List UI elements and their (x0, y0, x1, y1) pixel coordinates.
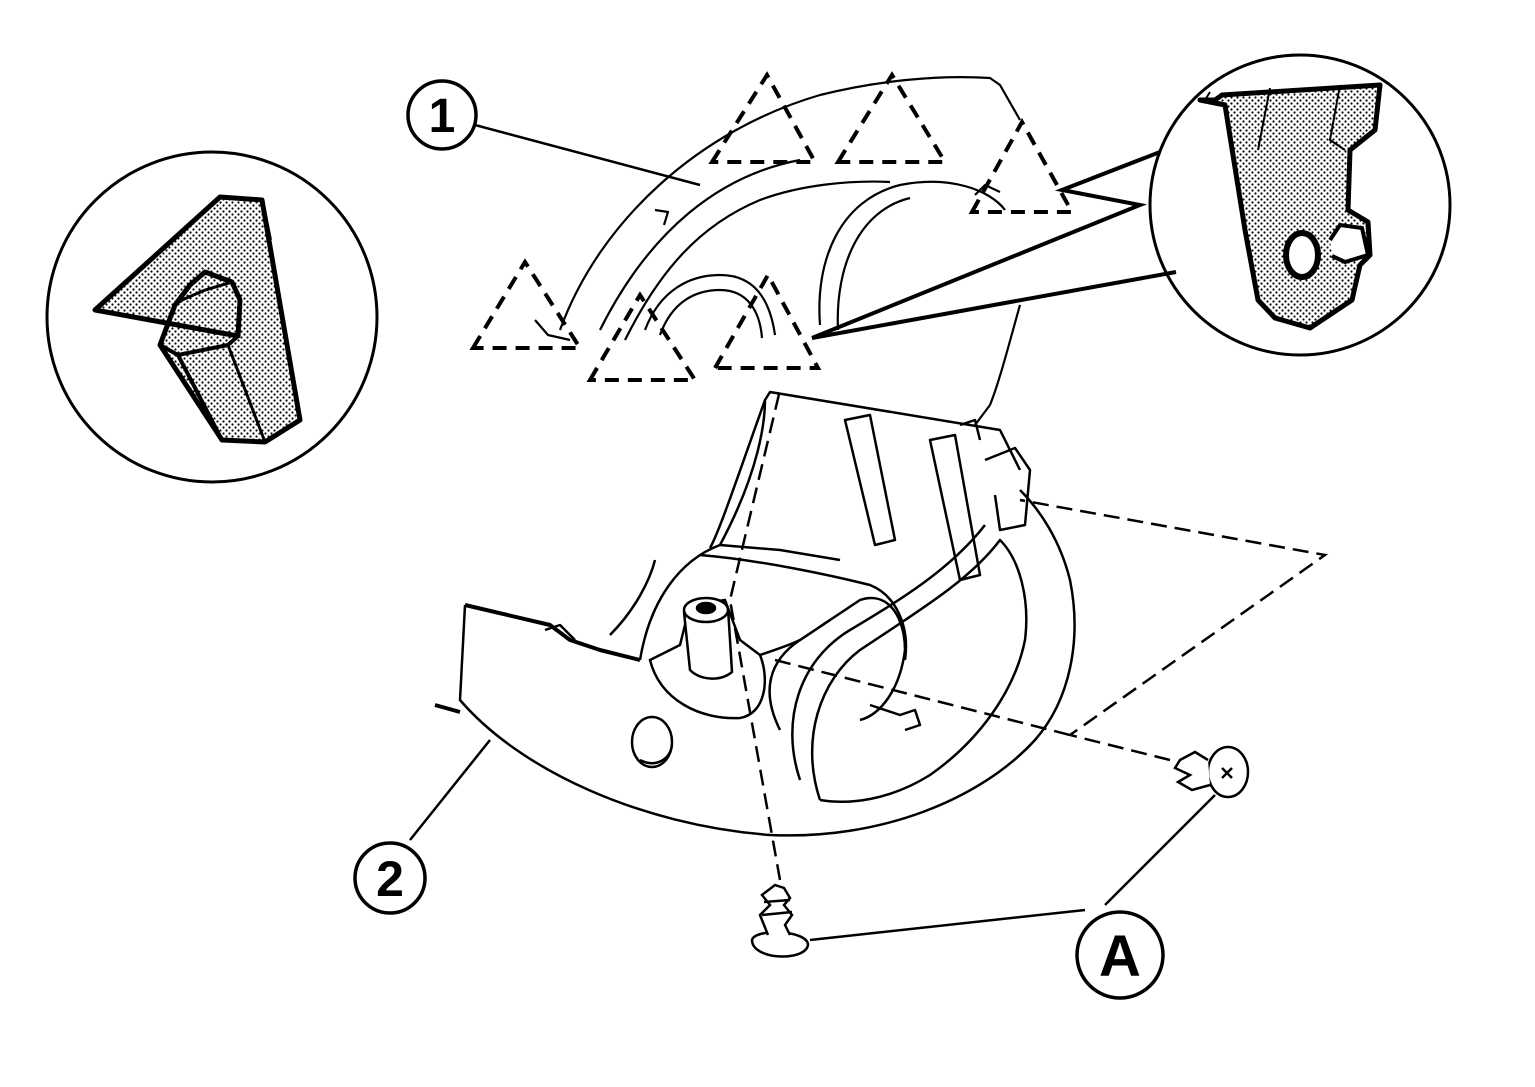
claw-marker-6 (968, 117, 1076, 214)
upper-column-cover (534, 76, 1022, 426)
callout-2: 2 (353, 841, 427, 915)
claw-detail-shape (92, 194, 303, 445)
leader-a-bottom (809, 908, 1086, 942)
screw-assembly-lines (728, 389, 1329, 881)
lower-column-cover (434, 390, 1076, 837)
claw-marker-2 (586, 291, 699, 382)
screw-right (1173, 745, 1250, 799)
leader-1 (474, 123, 701, 187)
screw-path-right-2 (774, 658, 1071, 737)
claw-marker-5 (834, 71, 949, 164)
screw-boss (648, 596, 831, 720)
callout-1: 1 (406, 79, 478, 151)
claw-location-markers (469, 71, 1076, 382)
callout-a: A (1075, 910, 1165, 1000)
screw-path-right (1019, 498, 1329, 762)
leader-lines (409, 123, 1216, 942)
claw-marker-1 (469, 258, 584, 350)
claw-detail-circle (45, 150, 379, 484)
callout-a-label: A (1099, 924, 1141, 989)
claw-marker-3 (711, 270, 822, 370)
claw-marker-4 (708, 71, 819, 164)
screw-bottom (750, 883, 810, 958)
clip-detail-shape (1197, 82, 1383, 331)
clip-detail-circle (811, 53, 1452, 357)
callout-1-label: 1 (429, 90, 456, 143)
leader-2 (409, 739, 491, 841)
lower-cover-hole (630, 715, 674, 769)
leader-a-right (1104, 794, 1216, 906)
callout-2-label: 2 (376, 851, 404, 907)
